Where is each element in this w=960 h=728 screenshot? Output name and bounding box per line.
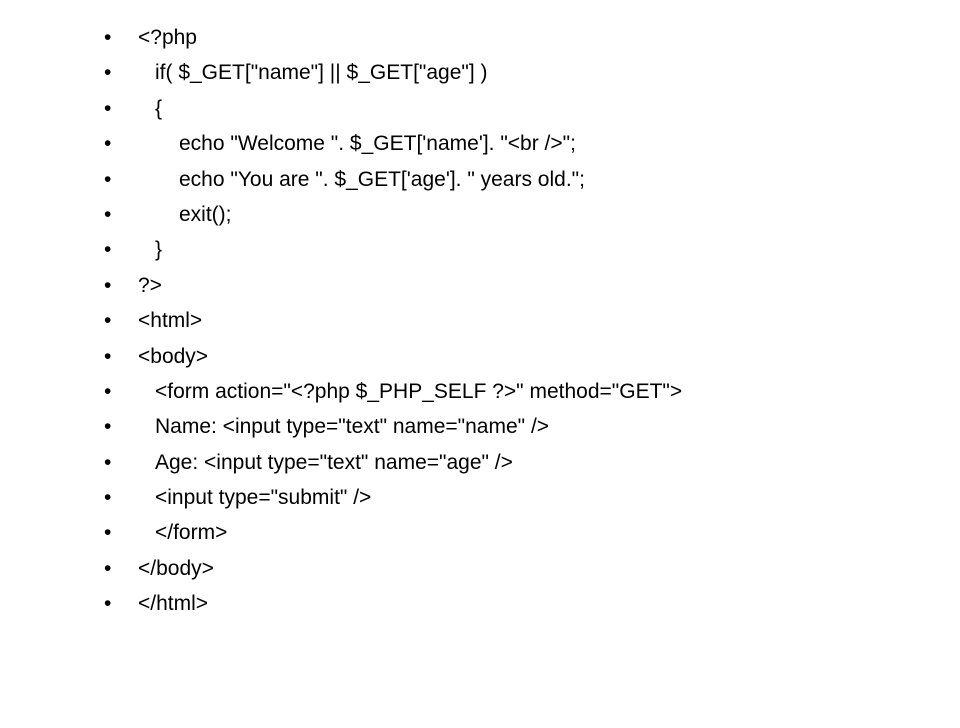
code-line-form-close: • </form>: [104, 515, 227, 550]
code-line-text: if( $_GET["name"] || $_GET["age"] ): [155, 61, 488, 85]
code-line-text: <input type="submit" />: [155, 486, 372, 510]
code-line-exit: • exit();: [104, 197, 232, 232]
code-line-php-open: • <?php: [104, 20, 197, 55]
code-line-text: ?>: [138, 273, 162, 297]
bullet-icon: •: [104, 273, 112, 297]
code-line-text: Name: <input type="text" name="name" />: [155, 415, 550, 439]
code-line-text: <html>: [138, 309, 203, 333]
code-line-name-input: • Name: <input type="text" name="name" /…: [104, 409, 549, 444]
bullet-icon: •: [104, 344, 112, 368]
code-line-text: Age: <input type="text" name="age" />: [155, 450, 513, 474]
code-line-html-close: • </html>: [104, 586, 208, 621]
bullet-icon: •: [104, 415, 112, 439]
code-line-echo-age: • echo "You are ". $_GET['age']. " years…: [104, 162, 585, 197]
code-line-body-open: • <body>: [104, 339, 208, 374]
code-line-text: echo "Welcome ". $_GET['name']. "<br />"…: [179, 132, 576, 156]
code-line-text: <form action="<?php $_PHP_SELF ?>" metho…: [155, 379, 683, 403]
code-line-echo-welcome: • echo "Welcome ". $_GET['name']. "<br /…: [104, 126, 576, 161]
code-line-text: {: [155, 96, 163, 120]
bullet-icon: •: [104, 521, 112, 545]
bullet-icon: •: [104, 592, 112, 616]
code-line-text: <?php: [138, 26, 197, 49]
code-line-text: exit();: [179, 202, 232, 226]
code-line-text: </html>: [138, 592, 209, 616]
code-line-brace-open: • {: [104, 91, 162, 126]
bullet-icon: •: [104, 238, 112, 262]
bullet-icon: •: [104, 486, 112, 510]
bullet-icon: •: [104, 202, 112, 226]
code-line-form-open: • <form action="<?php $_PHP_SELF ?>" met…: [104, 374, 682, 409]
code-line-html-open: • <html>: [104, 303, 202, 338]
bullet-icon: •: [104, 96, 112, 120]
code-line-age-input: • Age: <input type="text" name="age" />: [104, 445, 513, 480]
bullet-icon: •: [104, 61, 112, 85]
bullet-icon: •: [104, 167, 112, 191]
code-line-text: echo "You are ". $_GET['age']. " years o…: [179, 167, 585, 191]
code-line-text: </form>: [155, 521, 228, 545]
bullet-icon: •: [104, 132, 112, 156]
code-line-body-close: • </body>: [104, 551, 214, 586]
bullet-icon: •: [104, 450, 112, 474]
bullet-icon: •: [104, 556, 112, 580]
code-line-text: }: [155, 238, 163, 262]
code-line-brace-close: • }: [104, 232, 162, 267]
code-line-text: <body>: [138, 344, 209, 368]
code-line-submit-input: • <input type="submit" />: [104, 480, 371, 515]
bullet-icon: •: [104, 379, 112, 403]
bullet-icon: •: [104, 309, 112, 333]
code-line-php-close: • ?>: [104, 268, 162, 303]
bullet-icon: •: [104, 26, 112, 49]
code-line-if: • if( $_GET["name"] || $_GET["age"] ): [104, 55, 488, 90]
code-line-text: </body>: [138, 556, 214, 580]
code-bullet-list: • <?php • if( $_GET["name"] || $_GET["ag…: [104, 20, 682, 622]
